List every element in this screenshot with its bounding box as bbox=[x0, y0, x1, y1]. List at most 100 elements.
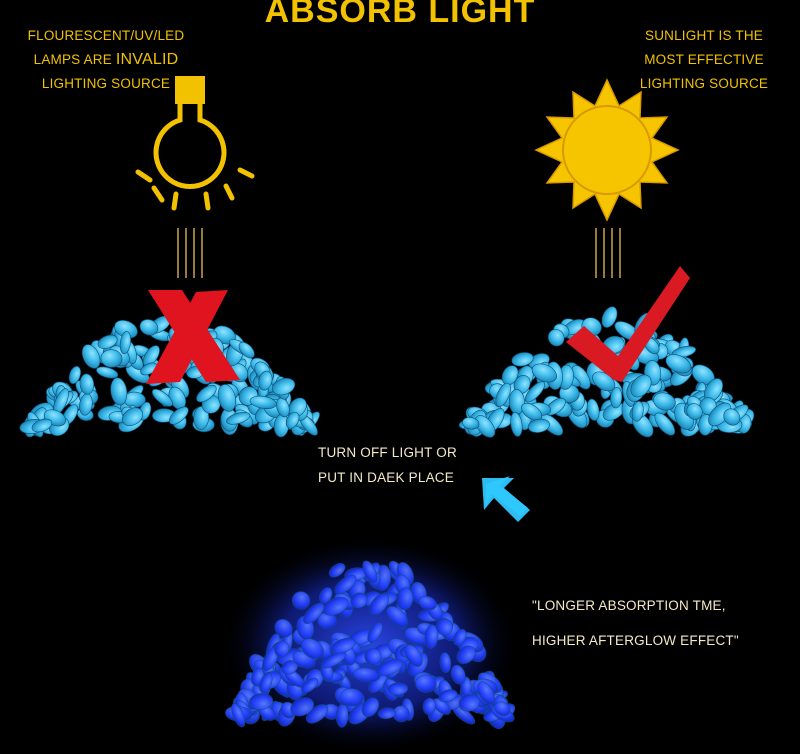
pebble bbox=[334, 574, 357, 595]
lamp-note-emphasis: INVALID bbox=[115, 51, 179, 68]
pebble bbox=[450, 664, 466, 685]
pebble bbox=[226, 411, 251, 425]
pebble bbox=[396, 587, 414, 611]
pebble bbox=[290, 697, 315, 717]
instruction-note-line-1: TURN OFF LIGHT OR bbox=[318, 445, 457, 460]
pebble bbox=[353, 667, 381, 683]
pebble bbox=[418, 595, 437, 611]
cross-mark-icon bbox=[146, 290, 240, 384]
pebble bbox=[495, 382, 511, 407]
pebble bbox=[439, 652, 452, 673]
pebble bbox=[249, 693, 274, 710]
pebble bbox=[274, 618, 293, 638]
sunlight-note-line-2: MOST EFFECTIVE bbox=[644, 52, 764, 67]
pebble bbox=[524, 381, 545, 403]
pebble bbox=[377, 707, 396, 720]
pebble bbox=[79, 373, 95, 395]
pebble bbox=[168, 406, 189, 425]
pebble bbox=[477, 681, 495, 705]
pebble bbox=[249, 395, 277, 409]
pebble bbox=[350, 592, 368, 609]
stone-pile-daylight-left bbox=[19, 315, 320, 438]
pebble bbox=[81, 344, 101, 369]
pebble bbox=[193, 406, 210, 430]
pebble bbox=[376, 659, 403, 676]
pebble bbox=[527, 418, 550, 433]
pebble bbox=[231, 703, 246, 728]
lamp-note: FLOURESCENT/UV/LED LAMPS ARE INVALID LIG… bbox=[6, 24, 206, 96]
pebble bbox=[686, 403, 703, 420]
instruction-note-line-2: PUT IN DAEK PLACE bbox=[318, 470, 454, 485]
pebble bbox=[586, 398, 600, 421]
sunlight-note-line-3: LIGHTING SOURCE bbox=[639, 76, 769, 91]
pebble bbox=[438, 689, 458, 703]
pebble bbox=[361, 697, 380, 717]
result-quote: "LONGER ABSORPTION TME, HIGHER AFTERGLOW… bbox=[532, 588, 792, 658]
stone-pile-daylight-right bbox=[458, 306, 755, 438]
pebble bbox=[456, 645, 476, 665]
lamp-note-line-3: LIGHTING SOURCE bbox=[41, 76, 171, 91]
pebble bbox=[121, 407, 144, 426]
pebble bbox=[339, 688, 364, 707]
pebble bbox=[303, 602, 325, 625]
pebble bbox=[453, 628, 467, 646]
pebble bbox=[196, 384, 217, 403]
pebble bbox=[291, 591, 311, 610]
stone-pile-glowing bbox=[220, 535, 520, 754]
pebble bbox=[458, 693, 481, 712]
pebble bbox=[100, 349, 123, 368]
result-quote-line-2: HIGHER AFTERGLOW EFFECT" bbox=[532, 633, 739, 648]
arrow-down-left-icon bbox=[482, 476, 530, 522]
pebble bbox=[274, 640, 290, 658]
pebble bbox=[217, 384, 236, 412]
pebble bbox=[474, 415, 496, 438]
lamp-note-line-1: FLOURESCENT/UV/LED bbox=[27, 28, 185, 43]
lamp-note-prefix: LAMPS ARE bbox=[33, 52, 116, 67]
light-rays-right bbox=[595, 228, 621, 278]
pebble bbox=[387, 682, 409, 696]
pebble bbox=[119, 331, 131, 355]
pebble bbox=[364, 648, 382, 665]
pebble bbox=[368, 593, 389, 616]
sunlight-note: SUNLIGHT IS THE MOST EFFECTIVE LIGHTING … bbox=[614, 24, 794, 96]
pebble bbox=[367, 622, 383, 643]
pebble bbox=[601, 306, 618, 328]
pebble bbox=[404, 644, 423, 667]
pebble bbox=[386, 606, 409, 628]
page-title: ABSORB LIGHT bbox=[264, 0, 536, 30]
pebble bbox=[238, 341, 255, 359]
light-bulb-icon bbox=[135, 76, 255, 211]
pebble bbox=[610, 387, 623, 409]
pebble bbox=[258, 370, 273, 391]
pebble bbox=[328, 562, 346, 578]
pebble bbox=[631, 400, 644, 422]
pebble bbox=[331, 637, 356, 654]
pebble bbox=[285, 411, 300, 429]
pebble bbox=[422, 697, 436, 715]
pebble bbox=[531, 363, 558, 383]
sunlight-note-line-1: SUNLIGHT IS THE bbox=[644, 28, 764, 43]
pebble bbox=[494, 701, 511, 717]
pebble bbox=[259, 673, 273, 693]
pebble bbox=[301, 638, 324, 659]
pebble bbox=[322, 596, 349, 616]
pebble bbox=[151, 388, 173, 407]
pebble bbox=[462, 417, 480, 430]
check-mark-icon bbox=[566, 266, 690, 382]
pebble bbox=[96, 366, 119, 379]
pebble bbox=[547, 329, 565, 347]
pebble bbox=[510, 411, 523, 437]
pebble bbox=[630, 374, 652, 398]
instruction-note: TURN OFF LIGHT OR PUT IN DAEK PLACE bbox=[318, 440, 558, 490]
pebble bbox=[110, 377, 128, 406]
pebble bbox=[272, 377, 296, 396]
pebble bbox=[665, 354, 692, 374]
pebble bbox=[362, 560, 378, 583]
pebble bbox=[653, 392, 676, 411]
pebble bbox=[511, 352, 534, 367]
pebble bbox=[424, 624, 439, 649]
pebble bbox=[723, 408, 741, 426]
pebble bbox=[301, 677, 319, 693]
